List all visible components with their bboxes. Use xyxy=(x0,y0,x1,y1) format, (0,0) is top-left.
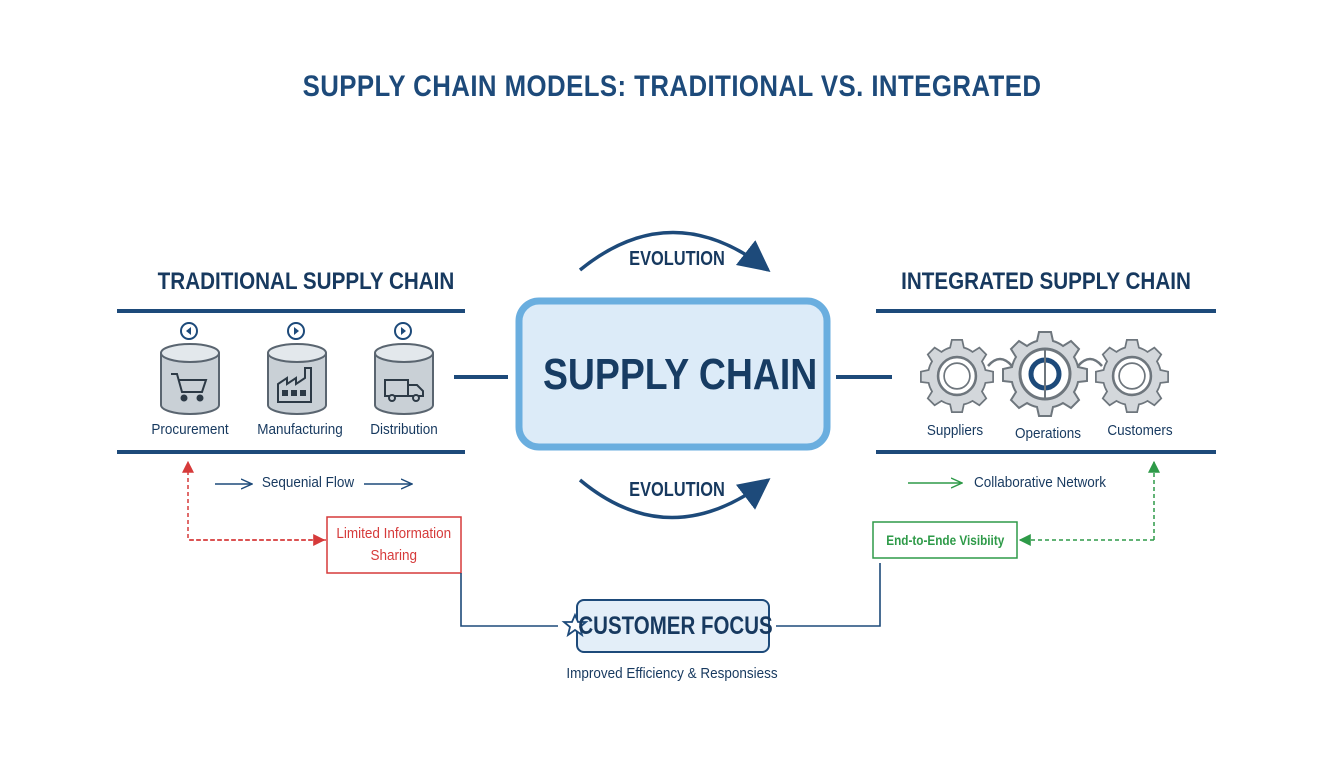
focus-connector-left xyxy=(460,573,558,627)
visibility-label: End-to-Ende Visibiity xyxy=(885,532,1005,548)
star-icon xyxy=(561,612,589,638)
integrated-heading: INTEGRATED SUPPLY CHAIN xyxy=(901,268,1191,295)
node-label-operations: Operations xyxy=(1014,425,1082,442)
play-indicator-icon xyxy=(394,322,412,340)
visibility-note: End-to-Ende Visibiity xyxy=(873,522,1017,558)
limited-info-line1: Limited Information xyxy=(336,525,452,542)
play-indicator-icon xyxy=(180,322,198,340)
stage-label-manufacturing: Manufacturing xyxy=(257,421,343,438)
focus-caption: Improved Efficiency & Responsiess xyxy=(566,665,778,682)
stage-label-distribution: Distribution xyxy=(370,421,438,438)
evolution-arc-top xyxy=(578,230,771,272)
integrated-panel xyxy=(872,309,1216,559)
traditional-panel xyxy=(117,309,465,574)
supply-chain-center-box xyxy=(515,297,831,451)
factory-icon xyxy=(277,367,312,403)
focus-connector-right xyxy=(776,563,881,627)
center-label: SUPPLY CHAIN xyxy=(542,350,818,399)
node-label-suppliers: Suppliers xyxy=(926,422,984,439)
stage-label-procurement: Procurement xyxy=(151,421,229,438)
limited-info-line2: Sharing xyxy=(370,547,418,564)
visibility-box xyxy=(872,521,1018,559)
delivery-truck-icon xyxy=(384,379,424,402)
evolution-top-label: EVOLUTION xyxy=(629,248,725,270)
red-feedback-connector xyxy=(182,460,326,541)
gear-icon xyxy=(1002,331,1088,417)
gear-link xyxy=(1077,357,1103,367)
sequential-flow-label: Sequenial Flow xyxy=(261,474,355,491)
play-indicator-icon xyxy=(287,322,305,340)
stage-manufacturing xyxy=(267,343,327,415)
limited-info-note: Limited Information Sharing xyxy=(327,519,461,571)
collaborative-network-label: Collaborative Network xyxy=(973,474,1107,491)
stage-distribution xyxy=(374,343,434,415)
customer-focus-label: CUSTOMER FOCUS xyxy=(578,612,774,640)
shopping-cart-icon xyxy=(171,373,208,402)
traditional-heading: TRADITIONAL SUPPLY CHAIN xyxy=(157,268,455,295)
evolution-arc-bottom xyxy=(578,478,771,520)
evolution-bottom-label: EVOLUTION xyxy=(629,479,725,501)
gear-link xyxy=(987,357,1013,367)
node-label-customers: Customers xyxy=(1107,422,1173,439)
stage-procurement xyxy=(160,343,220,415)
page-title: SUPPLY CHAIN MODELS: TRADITIONAL VS. INT… xyxy=(302,70,1042,103)
customer-focus-label-wrap: CUSTOMER FOCUS xyxy=(579,602,773,650)
gear-icon xyxy=(1095,339,1169,413)
limited-info-box xyxy=(326,516,462,574)
gear-icon xyxy=(920,339,994,413)
